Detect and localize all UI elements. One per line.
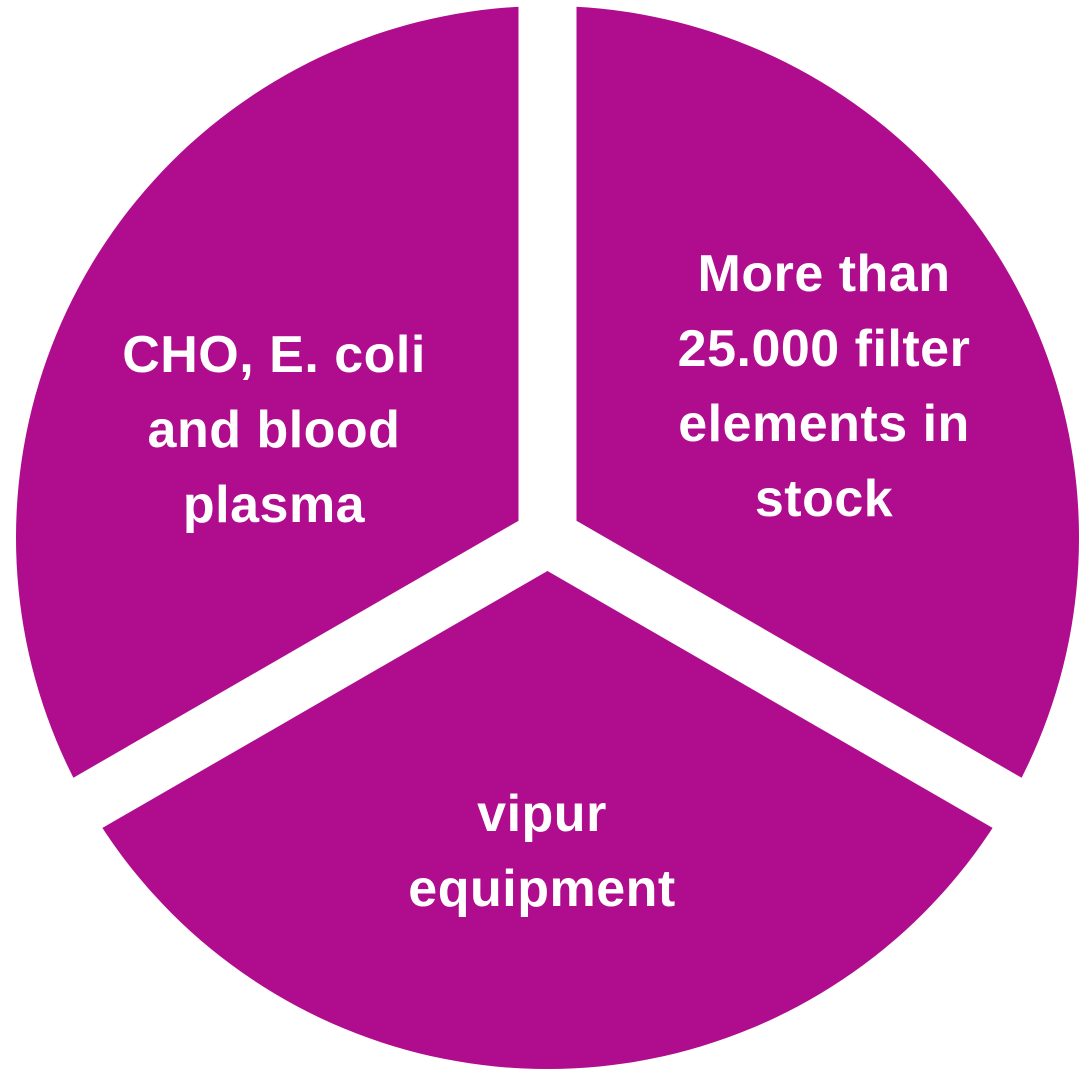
slice-label-vipur-equipment: vipur equipment (408, 785, 676, 918)
divider-gap-top (518, 0, 577, 538)
gap-bands (41, 0, 1054, 847)
divider-gap-lower-right (533, 512, 1054, 847)
slice-label-cho-ecoli-blood-plasma: CHO, E. coli and blood plasma (122, 326, 426, 534)
divider-gap-lower-left (41, 512, 562, 847)
slice-label-filter-elements-in-stock: More than 25.000 filter elements in stoc… (677, 245, 971, 528)
